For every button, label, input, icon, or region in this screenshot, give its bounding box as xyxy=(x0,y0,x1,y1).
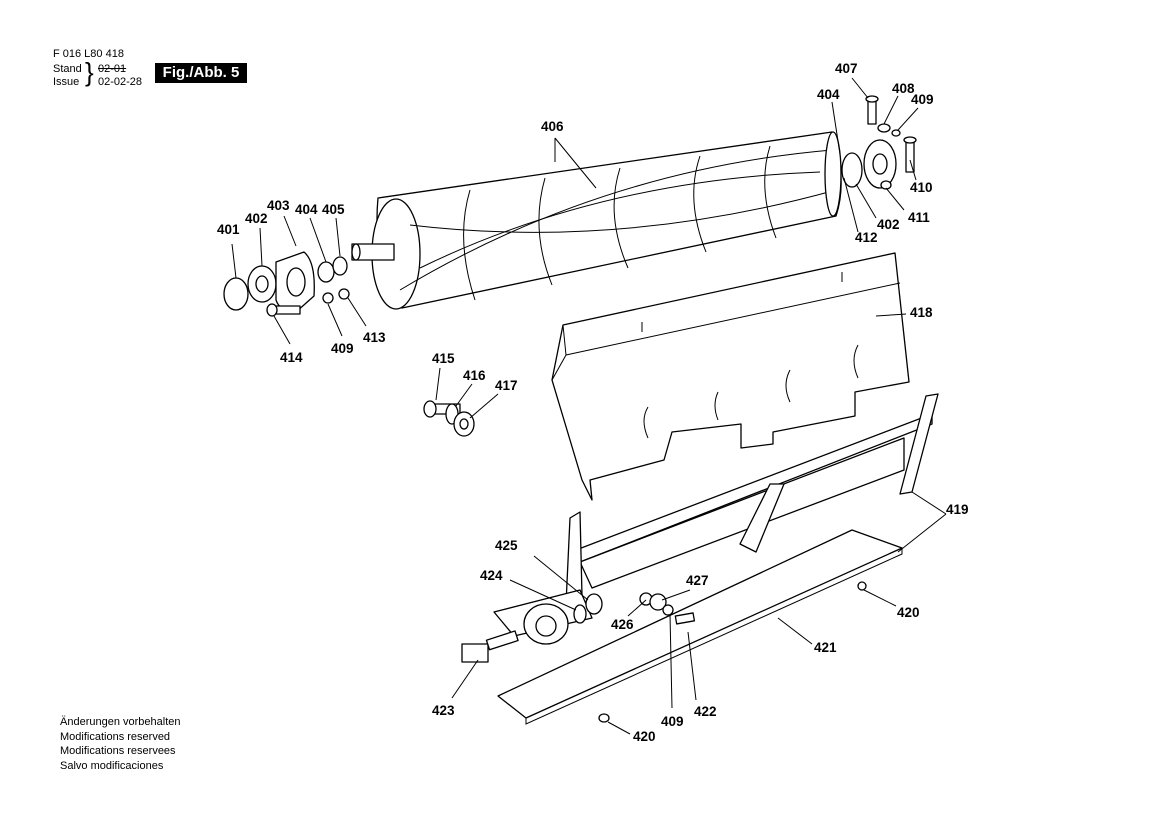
callout-416: 416 xyxy=(463,368,486,383)
callout-409: 409 xyxy=(331,341,354,356)
left-bearing-assembly xyxy=(223,251,350,317)
notice-line-en: Modifications reserved xyxy=(60,730,171,743)
callout-425: 425 xyxy=(495,538,518,553)
cutting-cylinder xyxy=(351,131,842,310)
shield-plate xyxy=(551,252,910,501)
figure-label: Fig./Abb. 5 xyxy=(155,63,247,83)
stand-date: 02-01 xyxy=(98,63,127,75)
document-number: F 016 L80 418 xyxy=(53,48,124,60)
notice-line-es: Salvo modificaciones xyxy=(60,759,164,772)
callout-404: 404 xyxy=(295,202,318,217)
callout-424: 424 xyxy=(480,568,503,583)
stand-label: Stand xyxy=(53,63,82,75)
bottom-knife xyxy=(497,529,903,725)
callout-405: 405 xyxy=(322,202,345,217)
leader-lines xyxy=(231,77,947,735)
callout-404: 404 xyxy=(817,87,840,102)
callout-409: 409 xyxy=(911,92,934,107)
callout-409: 409 xyxy=(661,714,684,729)
callout-417: 417 xyxy=(495,378,518,393)
small-hardware xyxy=(461,581,867,723)
callout-labels: 401 402 403 404 405 406 404 407 408 409 … xyxy=(217,61,969,744)
callout-427: 427 xyxy=(686,573,709,588)
callout-407: 407 xyxy=(835,61,858,76)
brace-symbol: } xyxy=(85,57,94,87)
callout-414: 414 xyxy=(280,350,303,365)
callout-418: 418 xyxy=(910,305,933,320)
callout-402: 402 xyxy=(877,217,900,232)
issue-label: Issue xyxy=(53,76,80,88)
callout-426: 426 xyxy=(611,617,634,632)
callout-415: 415 xyxy=(432,351,455,366)
issue-date: 02-02-28 xyxy=(98,76,143,88)
notice-line-de: Änderungen vorbehalten xyxy=(60,716,181,728)
callout-421: 421 xyxy=(814,640,837,655)
callout-419: 419 xyxy=(946,502,969,517)
callout-402: 402 xyxy=(245,211,268,226)
callout-410: 410 xyxy=(910,180,933,195)
callout-401: 401 xyxy=(217,222,240,237)
callout-406: 406 xyxy=(541,119,564,134)
callout-412: 412 xyxy=(855,230,878,245)
callout-422: 422 xyxy=(694,704,717,719)
right-bearing-assembly xyxy=(841,95,917,190)
modification-notice: Änderungen vorbehalten Modifications res… xyxy=(60,715,180,773)
callout-420: 420 xyxy=(897,605,920,620)
callout-403: 403 xyxy=(267,198,290,213)
callout-420: 420 xyxy=(633,729,656,744)
callout-413: 413 xyxy=(363,330,386,345)
adjust-bolt-group xyxy=(423,400,475,437)
callout-423: 423 xyxy=(432,703,455,718)
bottom-frame xyxy=(493,393,939,645)
notice-line-fr: Modifications reservees xyxy=(60,745,176,757)
callout-408: 408 xyxy=(892,81,915,96)
callout-411: 411 xyxy=(908,210,930,225)
